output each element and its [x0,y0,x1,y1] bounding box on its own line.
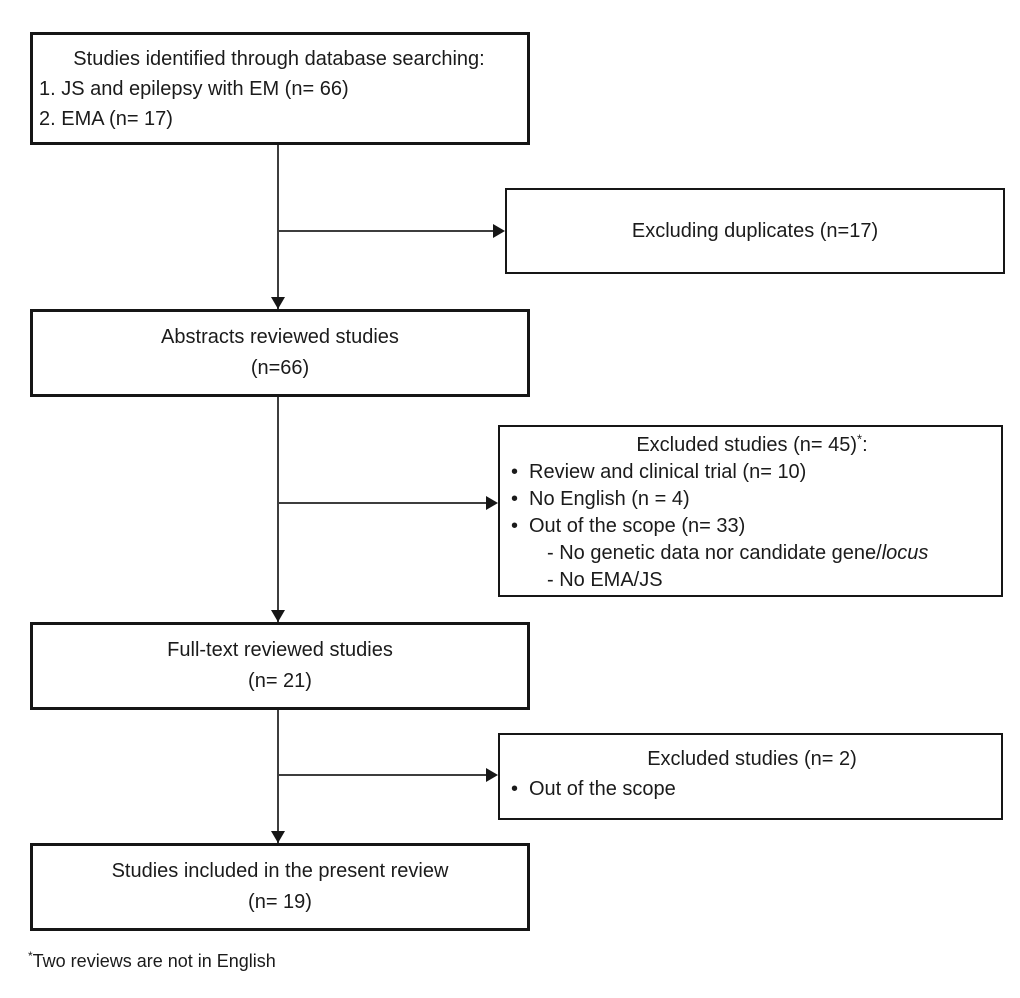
arrowhead-right-icon [493,224,505,238]
box-studies-included-line1: Studies included in the present review [111,860,449,882]
asterisk-superscript: * [28,949,33,963]
excluded-abstracts-subitem-2: - No EMA/JS [547,569,663,591]
arrowhead-down-icon [271,831,285,843]
excluded-abstracts-bullet-2: •No English (n = 4) [511,486,993,513]
excluded-abstracts-bullet-1: •Review and clinical trial (n= 10) [511,459,993,486]
box-fulltext-reviewed-line1: Full-text reviewed studies [167,639,393,661]
arrowhead-down-icon [271,610,285,622]
box-studies-identified-item-2: 2. EMA (n= 17) [39,108,173,130]
connector-abstracts-to-fulltext [277,397,279,622]
connector-fulltext-to-included [277,710,279,843]
excluded-abstracts-bullet-3: •Out of the scope (n= 33) [511,513,993,540]
arrowhead-right-icon [486,496,498,510]
box-abstracts-reviewed-line1: Abstracts reviewed studies [161,326,399,348]
box-excluded-fulltext-title: Excluded studies (n= 2) [647,748,857,770]
footnote: *Two reviews are not in English [28,949,276,972]
bullet-icon: • [511,461,519,483]
box-abstracts-reviewed-line2: (n=66) [250,357,310,379]
connector-to-duplicates [277,230,493,232]
excluded-fulltext-bullet-1: •Out of the scope [511,774,993,804]
footnote-text: Two reviews are not in English [32,951,276,971]
box-excluding-duplicates-label: Excluding duplicates (n=17) [631,219,879,242]
arrowhead-down-icon [271,297,285,309]
connector-to-excluded-abstracts [277,502,486,504]
box-studies-included-line2: (n= 19) [248,891,312,913]
box-fulltext-reviewed-line2: (n= 21) [248,670,312,692]
box-studies-identified-item-1: 1. JS and epilepsy with EM (n= 66) [39,78,349,100]
bullet-icon: • [511,778,519,800]
connector-identified-to-abstracts [277,145,279,309]
excluded-abstracts-subitem-1: - No genetic data nor candidate gene/loc… [547,542,929,564]
asterisk-superscript: * [857,431,863,447]
box-excluding-duplicates: Excluding duplicates (n=17) [505,188,1005,274]
box-abstracts-reviewed: Abstracts reviewed studies (n=66) [30,309,530,397]
box-studies-identified-title: Studies identified through database sear… [73,48,485,70]
arrowhead-right-icon [486,768,498,782]
gene-locus-italic: locus [881,542,929,564]
box-excluded-abstracts: Excluded studies (n= 45)*: •Review and c… [498,425,1003,597]
connector-to-excluded-fulltext [277,774,486,776]
box-excluded-fulltext: Excluded studies (n= 2) •Out of the scop… [498,733,1003,820]
bullet-icon: • [511,515,519,537]
bullet-icon: • [511,488,519,510]
box-fulltext-reviewed: Full-text reviewed studies (n= 21) [30,622,530,710]
box-studies-included: Studies included in the present review (… [30,843,530,931]
box-excluded-abstracts-title: Excluded studies (n= 45)*: [636,431,868,456]
box-studies-identified: Studies identified through database sear… [30,32,530,145]
